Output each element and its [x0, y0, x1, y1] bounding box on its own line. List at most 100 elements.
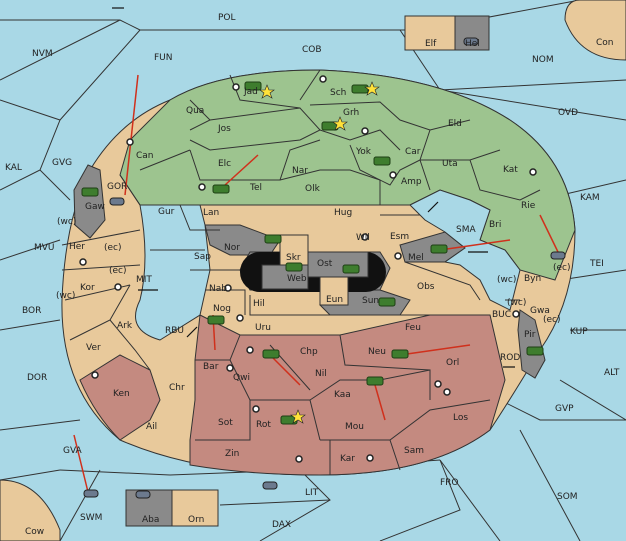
bay-sma: [409, 189, 521, 311]
label-kat: Kat: [503, 165, 518, 175]
label-ec: (ec): [543, 315, 561, 325]
label-alt: ALT: [604, 368, 620, 378]
army-unit-icon: [351, 84, 369, 94]
label-hil: Hil: [253, 299, 265, 309]
fleet-unit-icon: [262, 481, 278, 490]
label-byn: Byn: [524, 274, 541, 284]
label-mvu: MVU: [34, 243, 55, 253]
label-sun: Sun: [362, 296, 379, 306]
label-sot: Sot: [218, 418, 233, 428]
supply-center: [512, 310, 520, 318]
label-nor: Nor: [224, 243, 240, 253]
supply-center: [394, 252, 402, 260]
supply-centers: [79, 75, 537, 463]
label-her: Her: [69, 242, 85, 252]
label-kaa: Kaa: [334, 390, 351, 400]
label-gor: GOR: [107, 182, 127, 192]
fleet-unit-icon: [135, 490, 151, 499]
army-unit-icon: [342, 264, 360, 274]
label-mel: Mel: [408, 253, 424, 263]
label-uta: Uta: [442, 159, 458, 169]
label-hel: Hel: [465, 39, 480, 49]
supply-center: [319, 75, 327, 83]
connectors: [112, 7, 515, 368]
supply-center: [236, 314, 244, 322]
label-wil: Wil: [356, 233, 370, 243]
region-con[interactable]: [564, 0, 626, 61]
order-arrows: [73, 74, 559, 493]
supply-center: [389, 171, 397, 179]
label-sch: Sch: [330, 88, 346, 98]
label-ken: Ken: [113, 389, 130, 399]
label-sma: SMA: [456, 225, 476, 235]
army-unit-icon: [526, 346, 544, 356]
fleet-unit-icon: [109, 197, 125, 206]
supply-center: [252, 405, 260, 413]
label-aba: Aba: [142, 515, 159, 525]
supply-center: [226, 364, 234, 372]
army-unit-icon: [378, 297, 396, 307]
label-mit: MIT: [136, 275, 152, 285]
label-pol: POL: [218, 13, 236, 23]
label-kup: KUP: [570, 327, 588, 337]
label-zin: Zin: [225, 449, 239, 459]
label-gaw: Gaw: [85, 202, 105, 212]
region-borders: [61, 69, 541, 475]
label-obs: Obs: [417, 282, 435, 292]
region-elf[interactable]: [404, 15, 456, 51]
order-arrow: [224, 154, 259, 186]
label-nog: Nog: [213, 304, 231, 314]
label-rbu: RBU: [165, 326, 184, 336]
label-mou: Mou: [345, 422, 364, 432]
army-unit-icon: [262, 349, 280, 359]
star-icon: [290, 409, 306, 424]
label-can: Can: [136, 151, 154, 161]
label-nom: NOM: [532, 55, 554, 65]
label-nab: Nab: [209, 284, 227, 294]
army-unit-icon: [366, 376, 384, 386]
army-unit-icon: [430, 244, 448, 254]
army-unit-icon: [81, 187, 99, 197]
fleet-unit-icon: [463, 37, 479, 46]
label-ec: (ec): [553, 263, 571, 273]
supply-center: [232, 83, 240, 91]
label-kal: KAL: [5, 163, 22, 173]
label-wc: (wc): [56, 291, 75, 301]
label-bar: Bar: [203, 362, 219, 372]
label-cow: Cow: [25, 527, 44, 537]
region-eun[interactable]: [319, 276, 349, 306]
bay-rbu: [135, 204, 211, 341]
region-orn[interactable]: [171, 489, 219, 527]
star-icon: [259, 84, 275, 99]
army-unit-icon: [285, 262, 303, 272]
label-car: Car: [405, 147, 421, 157]
order-arrow: [439, 239, 511, 251]
label-esm: Esm: [390, 232, 409, 242]
label-grh: Grh: [343, 108, 359, 118]
label-fro: FRO: [440, 478, 459, 488]
label-amp: Amp: [401, 177, 422, 187]
label-jos: Jos: [217, 124, 231, 134]
label-ver: Ver: [86, 343, 101, 353]
supply-center: [366, 454, 374, 462]
label-bor: BOR: [22, 306, 41, 316]
fleet-unit-icon: [550, 251, 566, 260]
region-cow[interactable]: [0, 479, 61, 541]
label-bri: Bri: [489, 220, 501, 230]
army-unit-icon: [244, 81, 262, 91]
label-los: Los: [453, 413, 468, 423]
label-hug: Hug: [334, 208, 352, 218]
army-unit-icon: [212, 184, 230, 194]
label-orn: Orn: [188, 515, 204, 525]
label-yok: Yok: [355, 147, 372, 157]
label-con: Con: [596, 38, 614, 48]
label-gvp: GVP: [555, 404, 574, 414]
label-wc: (wc): [507, 298, 526, 308]
label-buc: BUC: [492, 310, 511, 320]
label-ark: Ark: [117, 321, 133, 331]
supply-center: [295, 455, 303, 463]
label-nil: Nil: [315, 369, 327, 379]
label-cob: COB: [302, 45, 322, 55]
region-skr[interactable]: [279, 234, 309, 266]
armies: [81, 81, 544, 425]
